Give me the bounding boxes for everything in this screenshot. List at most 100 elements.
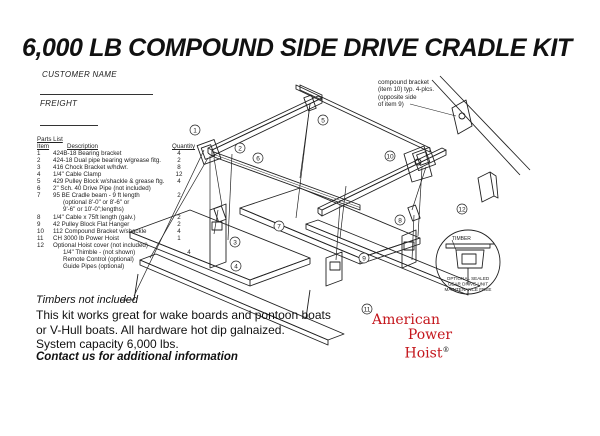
- callout-line: (item 10) typ. 4-plcs.: [378, 86, 435, 94]
- part-quantity: 1: [177, 234, 181, 242]
- capacity-line: System capacity 6,000 lbs.: [36, 337, 179, 351]
- part-description: CH 3000 lb Power Hoist: [53, 234, 120, 242]
- part-item-number: 3: [37, 164, 41, 172]
- col-description: Description: [67, 143, 98, 151]
- back-rail: [295, 84, 431, 153]
- part-item-number: 11: [37, 234, 44, 242]
- parts-list-row: (optional 8'-0" or 8'-6" or: [37, 199, 196, 206]
- part-item-number: 9: [37, 220, 41, 228]
- part-quantity: 2: [177, 220, 181, 228]
- parts-list-row: 2 424-18 Dual pipe bearing w/grease fitg.…: [37, 157, 196, 164]
- parts-list-row: 9 42 Pulley Block Flat Hanger 2: [37, 221, 196, 228]
- part-item-number: 7: [37, 192, 41, 200]
- customer-name-label: CUSTOMER NAME: [42, 70, 117, 79]
- part-item-number: 5: [37, 178, 41, 186]
- part-quantity: 4: [177, 178, 181, 186]
- hoist-cover: [477, 171, 499, 203]
- customer-name-line: [40, 94, 153, 95]
- callout-line: of item 9): [378, 101, 404, 109]
- callout-line: (opposite side: [378, 93, 417, 101]
- parts-list-row: 11 CH 3000 lb Power Hoist 1: [37, 235, 196, 242]
- part-description: Guide Pipes (optional): [63, 262, 125, 270]
- freight-label: FREIGHT: [40, 99, 78, 108]
- parts-list-row: 4 1/4" Cable Clamp 12: [37, 171, 196, 178]
- part-description: 1/4" Cable x 75ft length (galv.): [53, 213, 136, 221]
- top-frame-right: [317, 147, 447, 217]
- description-line-2: or V-Hull boats. All hardware hot dip ga…: [36, 323, 285, 337]
- contact-line: Contact us for additional information: [36, 351, 238, 363]
- item-number-12: 12: [458, 207, 466, 214]
- part-quantity: 8: [177, 164, 181, 172]
- compound-bracket-callout: compound bracket (item 10) typ. 4-plcs. …: [378, 79, 434, 109]
- parts-list-row: 7 95 BE Cradle beam - 9 ft length 2: [37, 192, 196, 199]
- part-description: 416 Chock Bracket w/hdwr.: [53, 164, 128, 172]
- item-number-2: 2: [238, 146, 242, 153]
- part-description: 424-18 Dual pipe bearing w/grease fitg.: [53, 157, 162, 165]
- part-description: Remote Control (optional): [63, 255, 134, 263]
- logo-line-american: American: [372, 312, 441, 328]
- parts-list-row: 6 2" Sch. 40 Drive Pipe (not included): [37, 185, 196, 192]
- logo-hoist-text: Hoist: [404, 345, 443, 362]
- item-number-6: 6: [256, 156, 260, 163]
- item-number-8: 8: [398, 218, 402, 225]
- part-item-number: 10: [37, 227, 44, 235]
- timbers-note: Timbers not included: [36, 294, 139, 306]
- item-number-4: 4: [234, 264, 238, 271]
- part-quantity: 4: [187, 248, 191, 256]
- part-description: 429 Pulley Block w/shackle & grease ftg.: [53, 178, 165, 186]
- part-description: 424B-18 Bearing bracket: [53, 150, 122, 158]
- gear-drive-detail: [435, 229, 501, 295]
- part-item-number: 2: [37, 157, 41, 165]
- item-number-5: 5: [321, 118, 325, 125]
- part-description: 1/4" Cable Clamp: [53, 171, 102, 179]
- drive-pipe: [213, 151, 361, 211]
- part-description: 1/4" Thimble - (not shown): [63, 248, 136, 256]
- item-number-11: 11: [364, 307, 371, 314]
- parts-list-header: Item Description Quantity: [37, 143, 196, 150]
- gear-note-line: GEAR DRIVE UNIT: [448, 282, 489, 287]
- logo-line-power: Power: [407, 327, 453, 343]
- american-power-hoist-logo: American Power Hoist®: [372, 313, 472, 362]
- registered-mark: ®: [442, 346, 450, 354]
- freight-line: [40, 125, 98, 126]
- callout-line: compound bracket: [378, 79, 429, 86]
- gear-note-line: MAINTENANCE FREE: [445, 287, 492, 292]
- part-item-number: 1: [37, 150, 41, 158]
- page-title: 6,000 LB COMPOUND SIDE DRIVE CRADLE KIT: [22, 34, 572, 62]
- compound-bracket-detail: [409, 75, 531, 176]
- part-description: 42 Pulley Block Flat Hanger: [53, 220, 130, 228]
- logo-line-hoist: Hoist®: [372, 343, 472, 362]
- part-description: (optional 8'-0" or 8'-6" or: [63, 199, 130, 207]
- part-quantity: 12: [175, 171, 183, 179]
- part-quantity: 4: [177, 227, 181, 235]
- item-number-3: 3: [233, 240, 237, 247]
- parts-list-row: 10 112 Compound Bracket w/shackle 4: [37, 228, 196, 235]
- part-quantity: 2: [177, 213, 181, 221]
- part-item-number: 4: [37, 171, 41, 179]
- part-item-number: 12: [37, 241, 44, 249]
- item-number-markers: [189, 114, 468, 315]
- item-number-9: 9: [362, 256, 366, 263]
- timber-label: TIMBER: [452, 236, 471, 242]
- part-description: 9'-6" or 10'-0";lengths): [63, 206, 124, 214]
- part-description: 112 Compound Bracket w/shackle: [53, 227, 147, 235]
- item-number-7: 7: [277, 224, 281, 231]
- part-item-number: 6: [37, 185, 41, 193]
- item-number-10: 10: [386, 154, 394, 161]
- col-quantity: Quantity: [172, 143, 196, 151]
- col-item: Item: [37, 143, 50, 151]
- part-quantity: 2: [177, 192, 181, 200]
- parts-list-heading: Parts List: [37, 136, 63, 143]
- item-number-1: 1: [193, 128, 197, 135]
- part-description: 2" Sch. 40 Drive Pipe (not included): [53, 185, 151, 193]
- part-description: 95 BE Cradle beam - 9 ft length: [53, 192, 140, 200]
- description-line-1: This kit works great for wake boards and…: [36, 308, 331, 322]
- parts-list-row: 1 424B-18 Bearing bracket 4: [37, 150, 196, 157]
- part-quantity: 4: [177, 150, 181, 158]
- gear-note-line: OPTIONAL SEALED: [447, 276, 490, 281]
- parts-list-row: Guide Pipes (optional): [37, 263, 196, 270]
- parts-list-row: 1/4" Thimble - (not shown) 4: [37, 249, 196, 256]
